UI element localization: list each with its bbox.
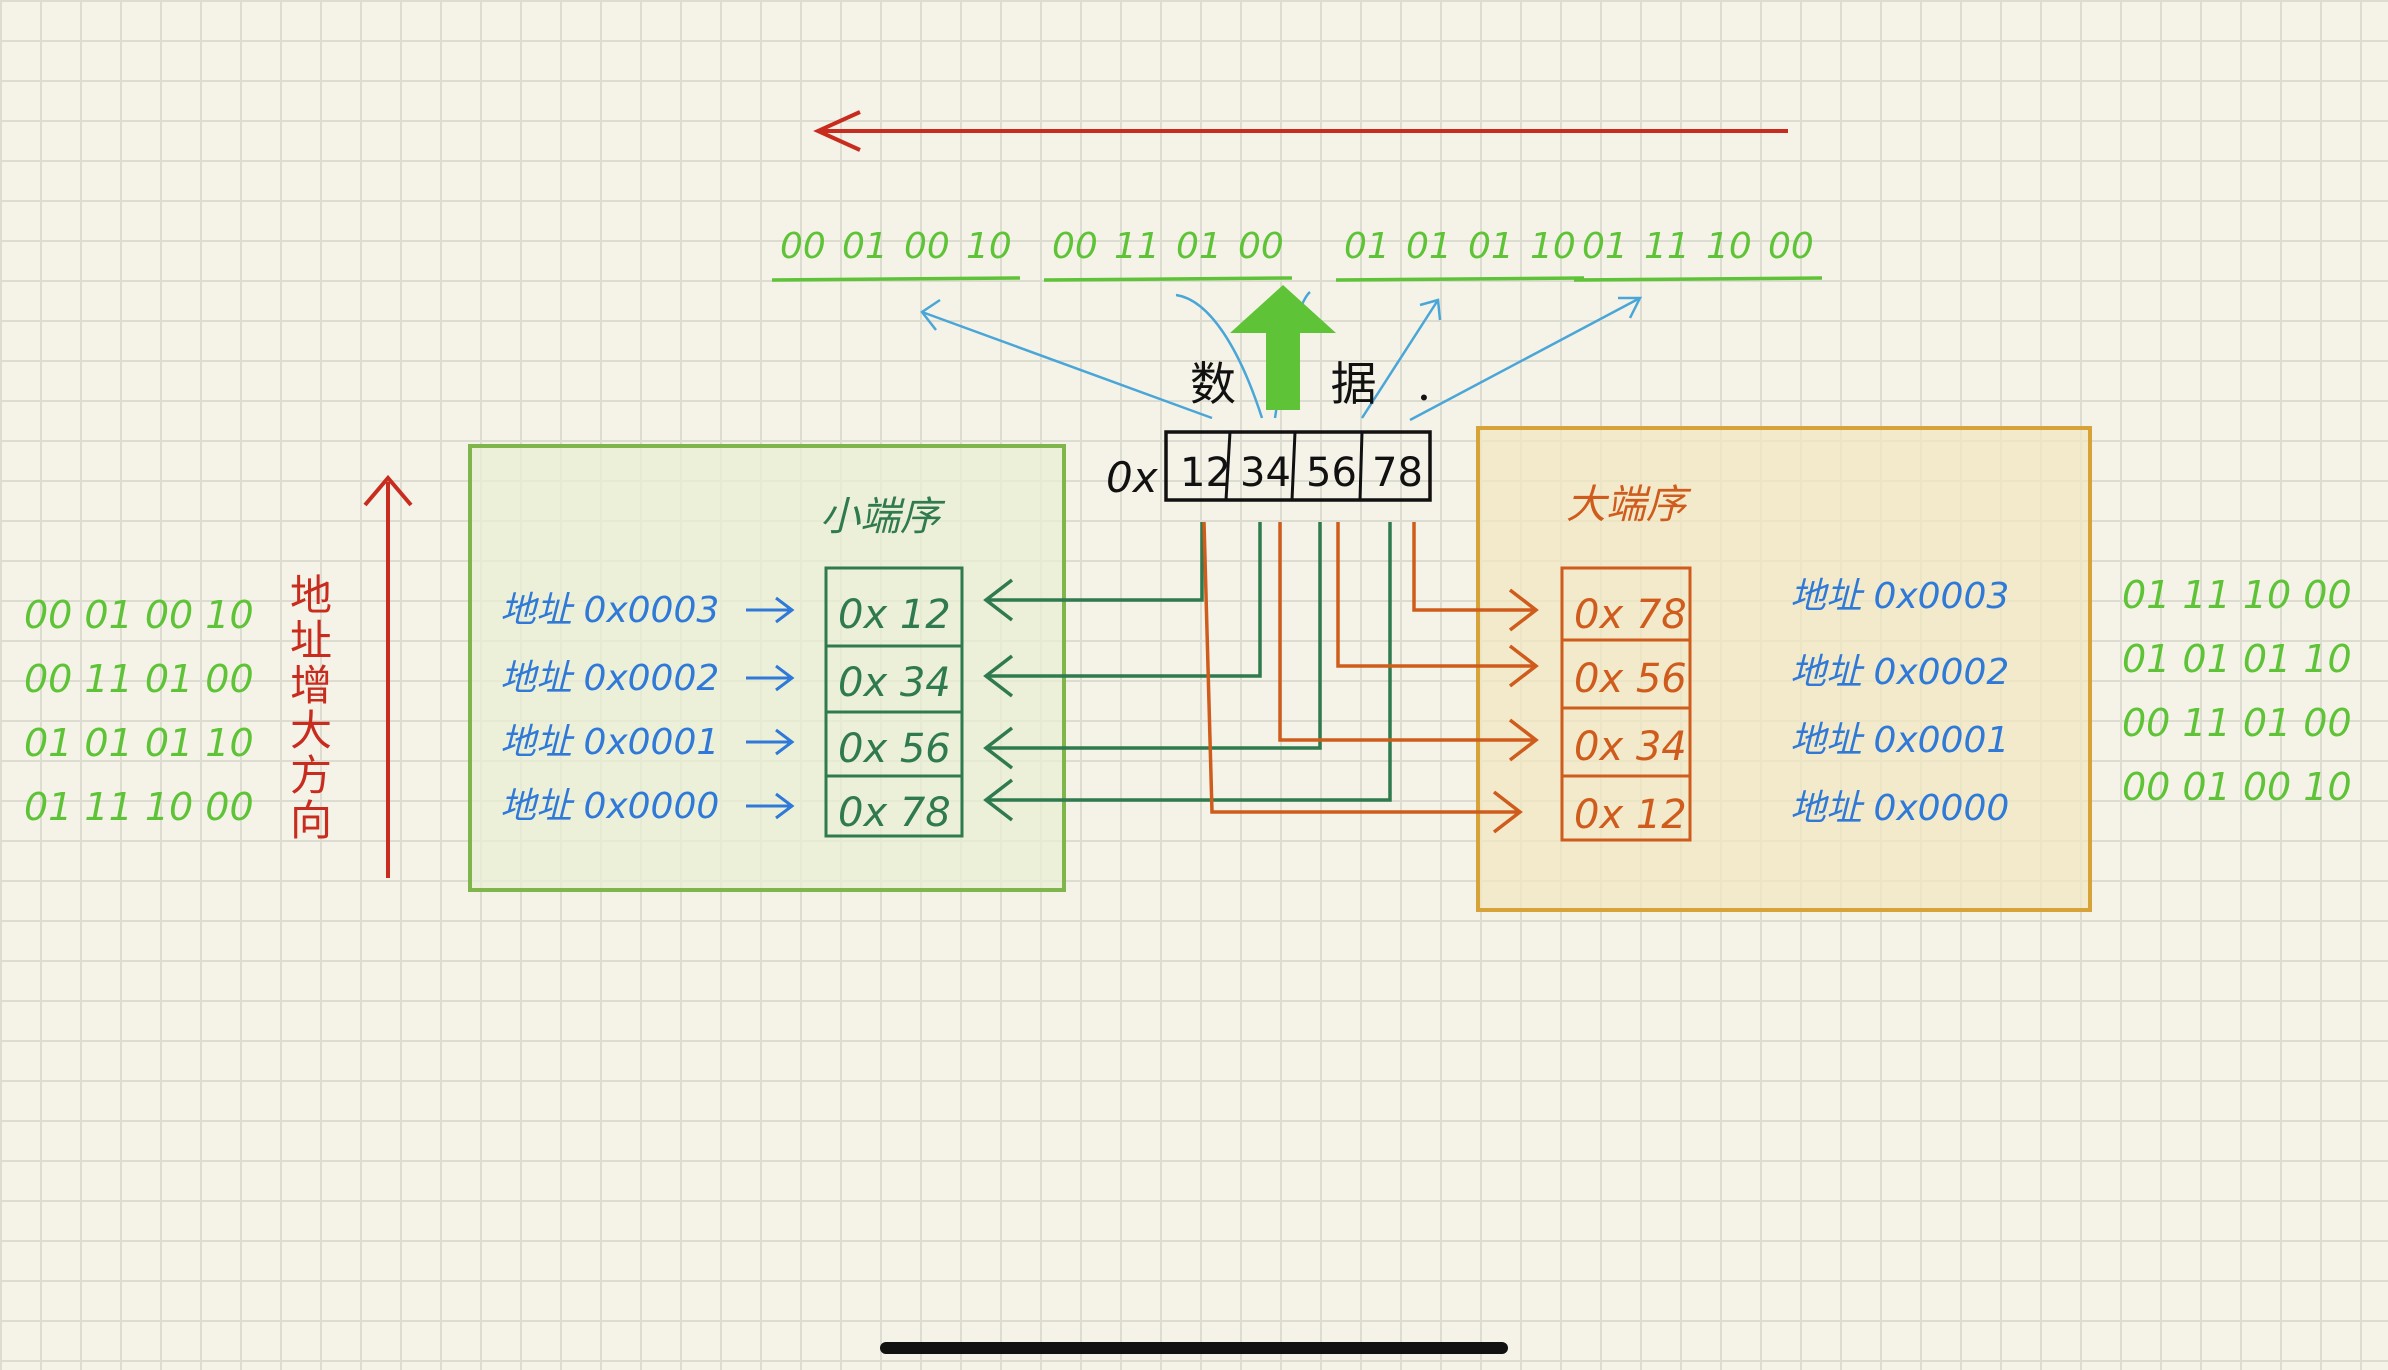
be-memory-cell: 0x 56 bbox=[1574, 656, 1687, 702]
right-binary-value: 00 11 01 00 bbox=[2122, 701, 2352, 745]
le-address-label: 地址 0x0003 bbox=[500, 590, 719, 631]
le-address-label: 地址 0x0001 bbox=[500, 722, 719, 763]
little-endian-panel: 小端序 地址 0x0003 地址 0x0002 地址 0x0001 地址 0x0000… bbox=[468, 444, 1066, 892]
le-memory-cell: 0x 34 bbox=[838, 660, 951, 706]
binary-digit-pair: 00 bbox=[1052, 226, 1098, 267]
address-direction-char: 增 bbox=[290, 661, 332, 710]
le-memory-cell: 0x 56 bbox=[838, 726, 951, 772]
be-memory-cell: 0x 78 bbox=[1574, 592, 1687, 638]
right-binary-value: 00 01 00 10 bbox=[2122, 765, 2352, 809]
data-label: 数 据. bbox=[1190, 357, 1471, 411]
left-binary-value: 01 11 10 00 bbox=[24, 785, 254, 829]
address-direction-char: 大 bbox=[290, 706, 332, 755]
address-direction-char: 地 bbox=[290, 571, 332, 620]
right-binary-column: 01 11 10 00 01 01 01 10 00 11 01 00 00 01 0… bbox=[2122, 573, 2352, 809]
binary-digit-pair: 11 bbox=[1644, 226, 1690, 267]
address-direction-char: 向 bbox=[290, 796, 332, 845]
binary-digit-pair: 01 bbox=[1406, 226, 1452, 267]
big-green-up-arrow bbox=[1230, 285, 1336, 410]
binary-group-underline bbox=[1573, 276, 1823, 282]
left-binary-value: 01 01 01 10 bbox=[24, 721, 254, 765]
le-memory-cell: 0x 12 bbox=[838, 592, 951, 638]
le-address-arrowhead bbox=[775, 728, 795, 756]
big-endian-title: 大端序 bbox=[1566, 482, 1692, 528]
home-indicator[interactable] bbox=[880, 1342, 1508, 1354]
le-memory-cell: 0x 78 bbox=[838, 790, 951, 836]
big-endian-panel: 大端序 0x 78 0x 56 0x 34 0x 12 地址 0x0003 地址 0x0… bbox=[1476, 426, 2092, 912]
little-endian-title: 小端序 bbox=[820, 494, 946, 540]
right-binary-value: 01 11 10 00 bbox=[2122, 573, 2352, 617]
left-binary-value: 00 11 01 00 bbox=[24, 657, 254, 701]
le-address-arrowhead bbox=[775, 792, 795, 820]
binary-digit-pair: 00 bbox=[904, 226, 950, 267]
le-address-arrowhead bbox=[775, 596, 795, 624]
binary-digit-pair: 10 bbox=[1530, 226, 1576, 267]
binary-digit-pair: 01 bbox=[842, 226, 888, 267]
binary-digit-pair: 01 bbox=[1176, 226, 1222, 267]
big-endian-connectors bbox=[1202, 521, 1539, 834]
binary-digit-pair: 00 bbox=[780, 226, 826, 267]
binary-group-underline bbox=[771, 276, 1021, 282]
address-direction-char: 址 bbox=[290, 616, 332, 665]
binary-digit-pair: 10 bbox=[1706, 226, 1752, 267]
binary-digit-pair: 00 bbox=[1238, 226, 1284, 267]
be-memory-cell: 0x 34 bbox=[1574, 724, 1687, 770]
be-address-label: 地址 0x0000 bbox=[1790, 788, 2009, 829]
data-prefix: 0x bbox=[1106, 453, 1159, 502]
binary-digit-pair: 01 bbox=[1582, 226, 1628, 267]
be-address-label: 地址 0x0003 bbox=[1790, 576, 2009, 617]
binary-digit-pair: 01 bbox=[1344, 226, 1390, 267]
data-byte: 12 bbox=[1180, 450, 1231, 496]
le-address-label: 地址 0x0000 bbox=[500, 786, 719, 827]
le-address-arrowhead bbox=[775, 664, 795, 692]
be-address-label: 地址 0x0002 bbox=[1790, 652, 2009, 693]
left-binary-column: 00 01 00 10 00 11 01 00 01 01 01 10 01 11 1… bbox=[24, 593, 254, 829]
binary-group-underline bbox=[1043, 276, 1293, 282]
le-address-label: 地址 0x0002 bbox=[500, 658, 719, 699]
data-byte: 56 bbox=[1306, 450, 1357, 496]
data-byte: 78 bbox=[1372, 450, 1423, 496]
binary-digit-pair: 11 bbox=[1114, 226, 1160, 267]
binary-group-underline bbox=[1335, 276, 1585, 282]
right-binary-value: 01 01 01 10 bbox=[2122, 637, 2352, 681]
address-direction-char: 方 bbox=[290, 751, 332, 800]
binary-digit-pair: 00 bbox=[1768, 226, 1814, 267]
top-direction-arrow bbox=[813, 110, 1788, 152]
data-byte: 34 bbox=[1240, 450, 1291, 496]
left-binary-value: 00 01 00 10 bbox=[24, 593, 254, 637]
be-address-label: 地址 0x0001 bbox=[1790, 720, 2009, 761]
binary-digit-pair: 01 bbox=[1468, 226, 1514, 267]
little-endian-connectors bbox=[983, 522, 1392, 822]
binary-digit-pair: 10 bbox=[966, 226, 1012, 267]
be-memory-cell: 0x 12 bbox=[1574, 792, 1687, 838]
